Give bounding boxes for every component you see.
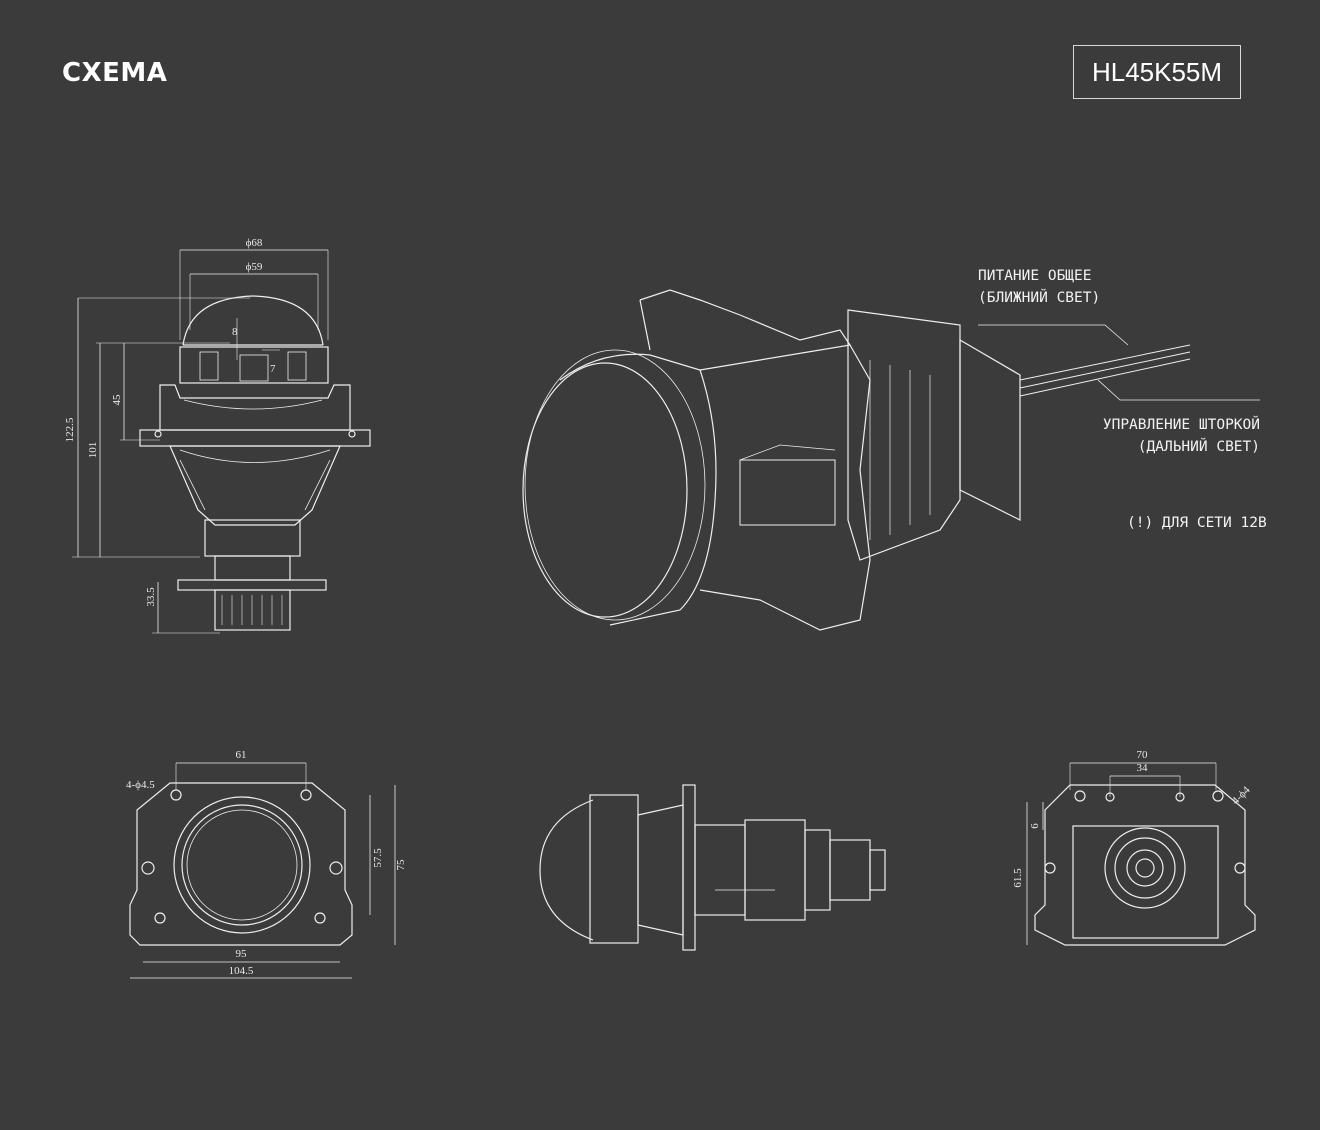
dim-8: 8 — [232, 326, 238, 338]
power-note-line2: (БЛИЖНИЙ СВЕТ) — [978, 290, 1101, 306]
dim-122-5: 122.5 — [64, 417, 76, 442]
power-note-line1: ПИТАНИЕ ОБЩЕЕ — [978, 268, 1092, 284]
dim-75: 75 — [395, 859, 407, 871]
dim-70: 70 — [1137, 749, 1149, 761]
dim-7: 7 — [270, 363, 276, 375]
dim-61-5: 61.5 — [1012, 868, 1024, 888]
power-note: ПИТАНИЕ ОБЩЕЕ (БЛИЖНИЙ СВЕТ) — [978, 265, 1100, 309]
front-view: ϕ68 ϕ59 8 7 45 101 122.5 33.5 — [64, 237, 371, 634]
shutter-note-line1: УПРАВЛЕНИЕ ШТОРКОЙ — [1102, 417, 1260, 433]
dim-45: 45 — [111, 394, 123, 406]
dim-61: 61 — [236, 749, 247, 761]
network-note: (!) ДЛЯ СЕТИ 12В — [1127, 515, 1267, 531]
shutter-note: УПРАВЛЕНИЕ ШТОРКОЙ (ДАЛЬНИЙ СВЕТ) — [1077, 414, 1260, 458]
perspective-view — [522, 289, 1260, 631]
dim-6: 6 — [1029, 823, 1041, 829]
dim-104-5: 104.5 — [229, 965, 254, 977]
dim-34: 34 — [1137, 762, 1149, 774]
side-view — [539, 784, 886, 951]
rear-view-right: 70 34 4-ϕ4 6 61.5 — [1012, 749, 1256, 946]
dim-101: 101 — [87, 442, 99, 459]
dim-lens-diameter: ϕ59 — [246, 261, 263, 273]
dim-holes-4-5: 4-ϕ4.5 — [126, 779, 155, 791]
dim-95: 95 — [236, 948, 248, 960]
page-title: СХЕМА — [62, 58, 168, 88]
dim-57-5: 57.5 — [372, 848, 384, 868]
shutter-note-line2: (ДАЛЬНИЙ СВЕТ) — [1137, 439, 1260, 455]
model-badge: HL45K55M — [1073, 45, 1241, 99]
dim-outer-diameter: ϕ68 — [246, 237, 263, 249]
rear-view-left: 61 4-ϕ4.5 57.5 75 95 104.5 — [126, 749, 407, 979]
dim-holes-4: 4-ϕ4 — [1230, 784, 1253, 807]
dim-33-5: 33.5 — [145, 587, 157, 607]
